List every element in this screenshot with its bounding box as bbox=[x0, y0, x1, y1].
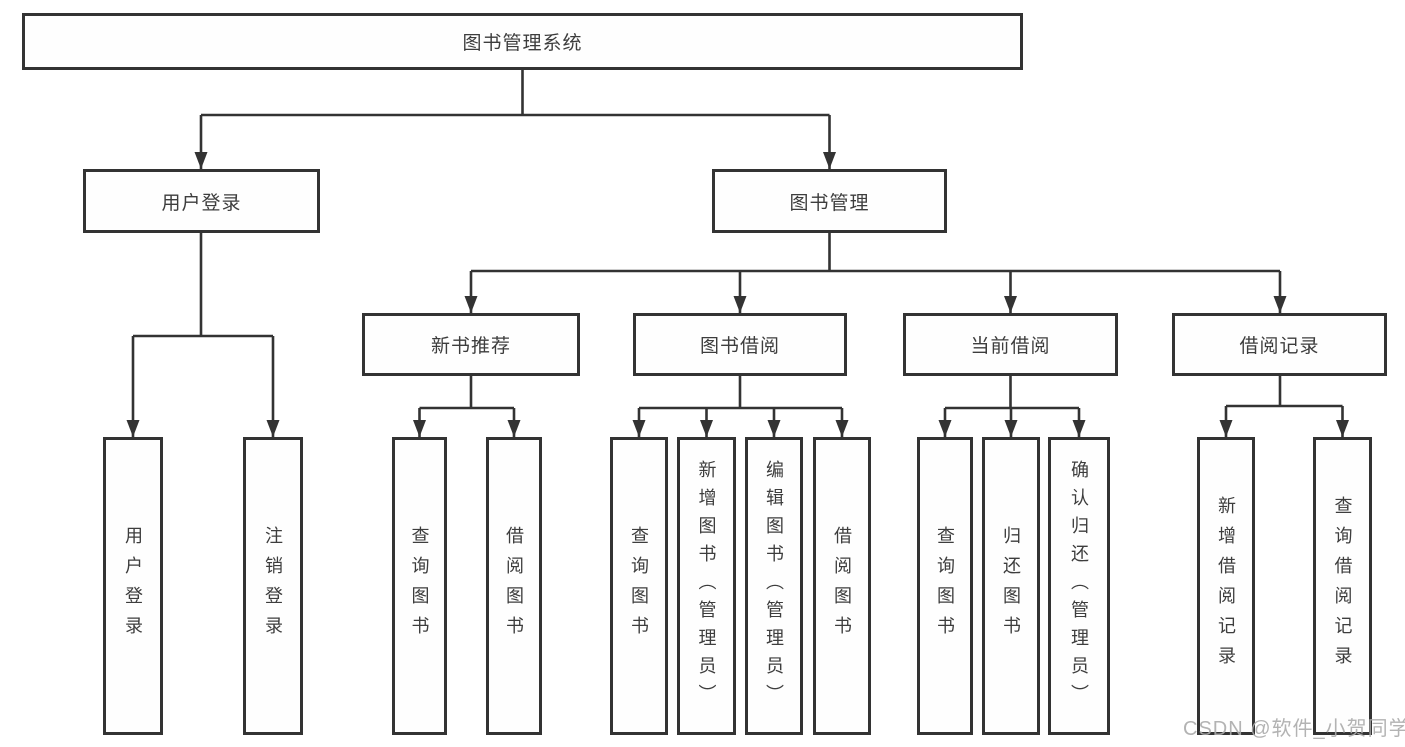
arrowhead-icon bbox=[464, 296, 478, 313]
node-label: 注销登录 bbox=[263, 526, 283, 646]
arrowhead-icon bbox=[1219, 420, 1233, 437]
node-nbr-borrow-books: 借阅图书 bbox=[486, 437, 542, 735]
node-label: 借阅图书 bbox=[504, 526, 524, 646]
node-current-borrowing: 当前借阅 bbox=[903, 313, 1118, 376]
node-library-management-system: 图书管理系统 bbox=[22, 13, 1023, 70]
arrowhead-icon bbox=[733, 296, 747, 313]
node-label: 编辑图书（管理员） bbox=[764, 460, 784, 712]
node-book-management-group: 图书管理 bbox=[712, 169, 947, 233]
node-cb-query-books: 查询图书 bbox=[917, 437, 973, 735]
node-book-borrowing: 图书借阅 bbox=[633, 313, 847, 376]
arrowhead-icon bbox=[1072, 420, 1086, 437]
arrowhead-icon bbox=[835, 420, 849, 437]
node-bb-add-books-admin: 新增图书（管理员） bbox=[677, 437, 736, 735]
arrowhead-icon bbox=[1004, 296, 1017, 313]
node-bb-borrow-books: 借阅图书 bbox=[813, 437, 871, 735]
node-bb-query-books: 查询图书 bbox=[610, 437, 668, 735]
node-br-add-borrow-record: 新增借阅记录 bbox=[1197, 437, 1255, 735]
node-cb-return-books: 归还图书 bbox=[982, 437, 1040, 735]
arrowhead-icon bbox=[413, 420, 426, 437]
node-user-login-action: 用户登录 bbox=[103, 437, 163, 735]
node-cb-confirm-return-admin: 确认归还（管理员） bbox=[1048, 437, 1110, 735]
node-label: 查询图书 bbox=[409, 526, 430, 646]
node-label: 确认归还（管理员） bbox=[1069, 460, 1089, 712]
node-borrowing-records: 借阅记录 bbox=[1172, 313, 1387, 376]
node-br-query-borrow-record: 查询借阅记录 bbox=[1313, 437, 1372, 735]
node-nbr-query-books: 查询图书 bbox=[392, 437, 447, 735]
node-bb-edit-books-admin: 编辑图书（管理员） bbox=[745, 437, 803, 735]
arrowhead-icon bbox=[194, 152, 208, 169]
arrowhead-icon bbox=[1273, 296, 1287, 313]
arrowhead-icon bbox=[700, 420, 713, 437]
node-label: 借阅图书 bbox=[832, 526, 852, 646]
node-label: 新增借阅记录 bbox=[1216, 496, 1236, 676]
node-new-book-recommendation: 新书推荐 bbox=[362, 313, 580, 376]
node-label: 新增图书（管理员） bbox=[696, 460, 717, 712]
node-label: 查询借阅记录 bbox=[1332, 496, 1353, 676]
arrowhead-icon bbox=[1336, 420, 1349, 437]
node-label: 查询图书 bbox=[629, 526, 649, 646]
node-user-login-group: 用户登录 bbox=[83, 169, 320, 233]
node-label: 查询图书 bbox=[935, 526, 955, 646]
connector-lines bbox=[131, 70, 1344, 437]
arrowhead-icon bbox=[632, 420, 646, 437]
arrowhead-icon bbox=[823, 152, 836, 169]
node-label: 用户登录 bbox=[123, 526, 143, 646]
node-label: 归还图书 bbox=[1001, 526, 1021, 646]
arrowhead-icon bbox=[767, 420, 781, 437]
node-logout-action: 注销登录 bbox=[243, 437, 303, 735]
arrowhead-icon bbox=[507, 420, 521, 437]
csdn-watermark: CSDN @软件_小贺同学 bbox=[1183, 718, 1405, 740]
arrowhead-icon bbox=[1004, 420, 1018, 437]
arrowhead-icon bbox=[938, 420, 952, 437]
arrowhead-icon bbox=[266, 420, 280, 437]
arrowhead-icon bbox=[126, 420, 140, 437]
